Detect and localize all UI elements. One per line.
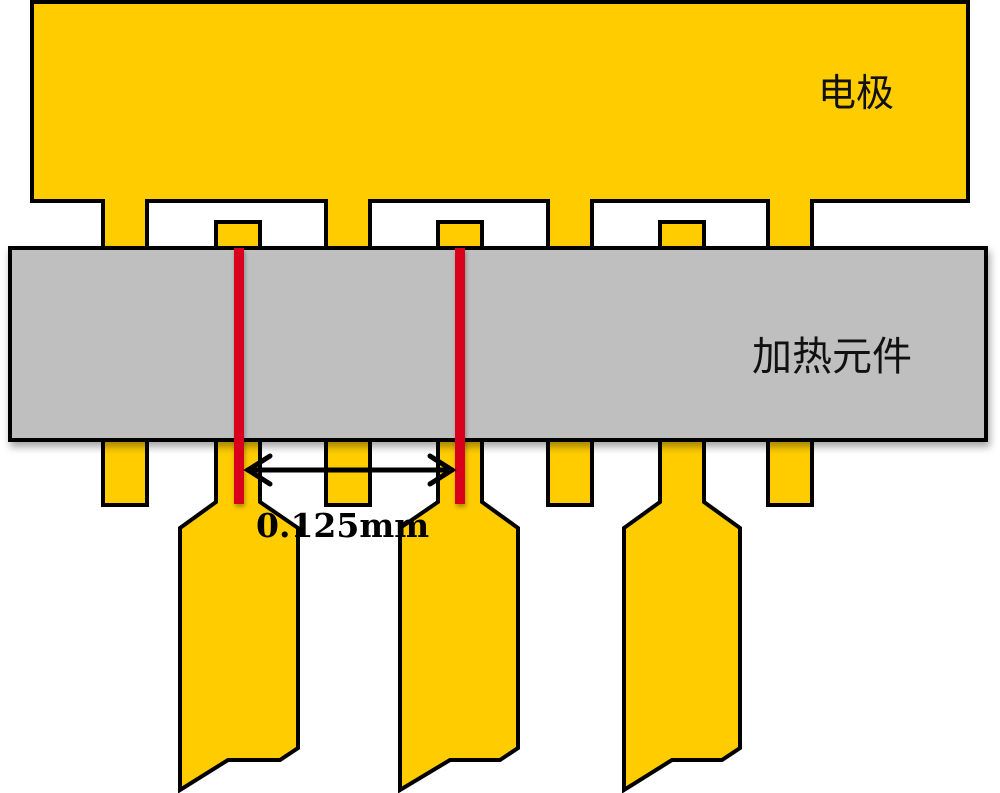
electrode-label: 电极 xyxy=(818,71,894,115)
marker-line-left xyxy=(234,248,244,504)
heater-label: 加热元件 xyxy=(752,334,912,380)
heater-element xyxy=(8,246,988,442)
dimension-arrow xyxy=(243,453,457,487)
dimension-label: 0.125mm xyxy=(256,506,429,545)
marker-line-right xyxy=(455,248,465,504)
